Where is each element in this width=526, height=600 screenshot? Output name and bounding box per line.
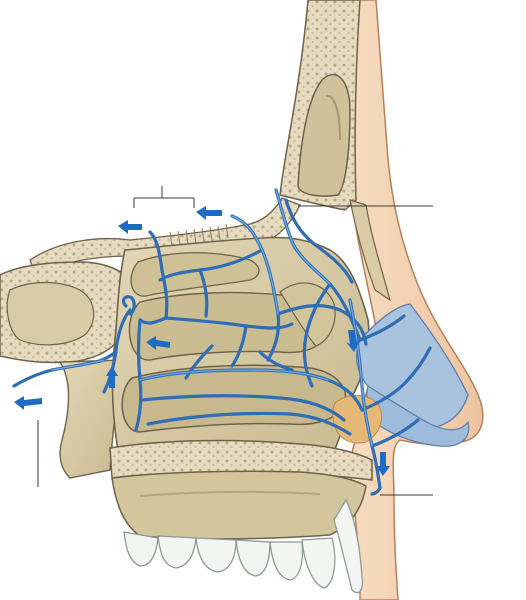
tooth-molar-3: [123, 531, 159, 567]
tooth-incisor: [333, 498, 364, 594]
nose-skin-profile: [349, 0, 484, 600]
bracket-top: [133, 186, 195, 208]
vein-ethmoidal-posterior: [148, 230, 169, 320]
arrow-left-upper-second: [196, 206, 222, 220]
tooth-premolar-2: [235, 539, 271, 577]
sphenoid-sinus: [6, 281, 95, 346]
cribriform-plate: [169, 223, 229, 247]
arrow-inferior-up: [106, 366, 118, 388]
arrow-left-upper: [118, 220, 142, 234]
tooth-premolar-1: [269, 541, 304, 581]
tooth-molar-2: [157, 535, 197, 569]
arrow-anterior-down: [346, 330, 360, 352]
maxilla-alveolar-process: [111, 470, 367, 540]
arrow-middle-left: [146, 336, 170, 350]
nasal-bone: [349, 199, 391, 302]
tooth-canine: [301, 537, 336, 589]
maxillary-teeth: [123, 498, 364, 594]
frontal-sinus: [297, 73, 351, 197]
venous-plexus: [12, 188, 432, 496]
tooth-molar-1: [195, 537, 237, 573]
vein-sphenopalatine: [102, 308, 132, 394]
arrow-posterior-exit: [14, 396, 42, 410]
arrow-vestibule-down: [376, 452, 390, 476]
